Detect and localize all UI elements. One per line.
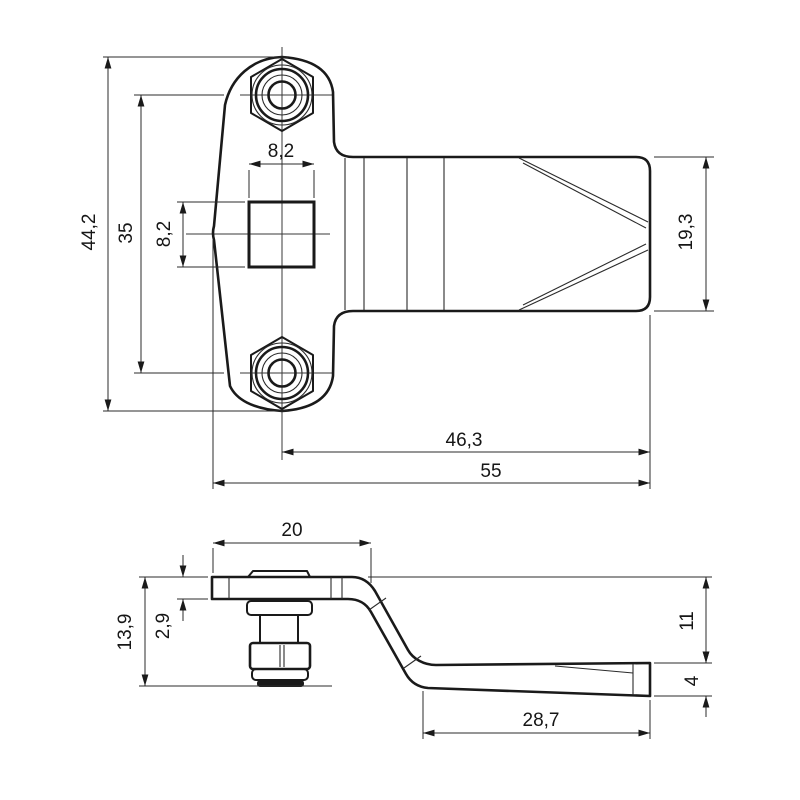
dim-lower-arm-length-label: 28,7 bbox=[523, 710, 560, 731]
side-view: 20 13,9 2,9 11 4 bbox=[115, 520, 712, 739]
dim-tip-thickness: 4 bbox=[654, 642, 712, 717]
form-diagonal bbox=[522, 243, 647, 306]
dim-flat-top-length: 20 bbox=[212, 520, 372, 583]
bolt-assembly bbox=[246, 600, 313, 687]
dim-side-overall-height: 13,9 bbox=[115, 576, 332, 687]
dim-bolt-spacing: 35 bbox=[116, 94, 224, 374]
form-diagonal bbox=[518, 157, 649, 223]
dim-square-height: 8,2 bbox=[154, 201, 245, 268]
bolt-flange bbox=[246, 600, 313, 616]
dim-overall-length: 55 bbox=[212, 240, 650, 489]
dim-overall-height: 44,2 bbox=[79, 56, 288, 412]
hex-nut-top bbox=[250, 58, 314, 132]
top-view: 44,2 35 8,2 8,2 19,3 bbox=[79, 47, 714, 489]
nut-washer-circle bbox=[254, 345, 310, 401]
form-diagonal bbox=[522, 162, 647, 229]
hex-nut-bottom bbox=[250, 336, 314, 410]
dim-arm-height: 19,3 bbox=[654, 156, 714, 312]
nut-hole-circle bbox=[267, 358, 297, 388]
dim-bolt-to-tip-label: 46,3 bbox=[446, 430, 483, 451]
dim-flat-top-length-label: 20 bbox=[281, 520, 302, 541]
dim-tip-thickness-label: 4 bbox=[682, 675, 703, 686]
nut-washer bbox=[251, 668, 309, 681]
dim-lower-arm-length: 28,7 bbox=[422, 691, 651, 739]
bend-tick bbox=[403, 655, 422, 669]
dim-square-width: 8,2 bbox=[248, 141, 315, 198]
dim-arm-height-label: 19,3 bbox=[676, 214, 697, 251]
dim-offset-height-label: 11 bbox=[677, 611, 698, 631]
hexagon bbox=[250, 336, 314, 410]
nut-washer-circle bbox=[254, 67, 310, 123]
dim-square-height-label: 8,2 bbox=[154, 221, 175, 247]
nut-thread-circle bbox=[261, 74, 303, 116]
part-outline-top-view bbox=[211, 55, 652, 413]
dim-bolt-to-tip: 46,3 bbox=[282, 315, 651, 489]
nut-thread-circle bbox=[261, 352, 303, 394]
hexagon bbox=[250, 58, 314, 132]
nut-hole-circle bbox=[267, 80, 297, 110]
dim-overall-height-label: 44,2 bbox=[79, 214, 100, 251]
bolt-end-cap bbox=[257, 680, 304, 687]
dim-plate-thickness: 2,9 bbox=[153, 555, 208, 639]
dim-bolt-spacing-label: 35 bbox=[116, 222, 137, 243]
dim-plate-thickness-label: 2,9 bbox=[153, 613, 174, 639]
square-hole bbox=[247, 200, 316, 269]
taper-line bbox=[554, 665, 634, 674]
form-diagonal bbox=[518, 249, 649, 311]
dim-overall-length-label: 55 bbox=[480, 461, 501, 482]
part-outline-side-view bbox=[210, 575, 652, 698]
nut-inscribed-circle bbox=[251, 342, 313, 404]
bend-tick bbox=[368, 597, 387, 611]
dim-offset-height: 11 bbox=[368, 576, 712, 664]
dim-side-overall-height-label: 13,9 bbox=[115, 614, 136, 651]
dim-square-width-label: 8,2 bbox=[268, 141, 294, 162]
nut-inscribed-circle bbox=[251, 64, 313, 126]
square-boss bbox=[247, 570, 311, 578]
